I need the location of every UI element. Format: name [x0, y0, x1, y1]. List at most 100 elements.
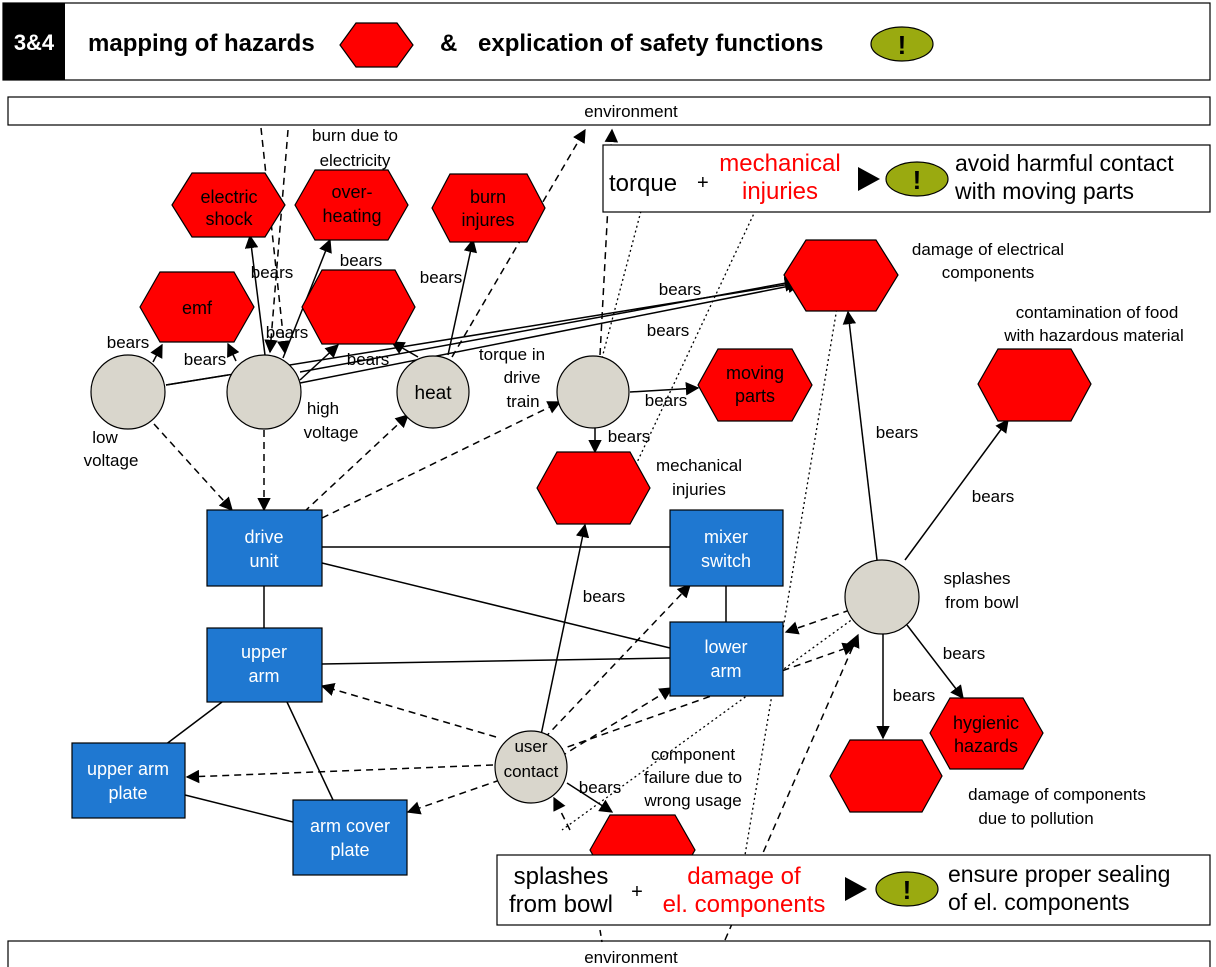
safety-function-icon [870, 26, 934, 62]
upper-arm-plate-line2: plate [108, 783, 147, 803]
damage-electrical-line2: components [942, 263, 1035, 282]
component-failure-line3: wrong usage [643, 791, 741, 810]
damage-pollution-line2: due to pollution [978, 809, 1093, 828]
overheating-line2: heating [322, 206, 381, 226]
sf1-cause: torque [609, 170, 677, 197]
hazard-mechanical-injuries [536, 451, 651, 525]
torque-line2: drive [504, 368, 541, 387]
burn-electricity-line2: electricity [320, 151, 391, 170]
hazard-emf [139, 271, 255, 343]
bears-label: bears [647, 321, 690, 340]
sf1-hazard-line2: injuries [742, 178, 818, 205]
hazard-damage-pollution [829, 739, 943, 813]
torque-line1: torque in [479, 345, 545, 364]
hazard-burn-electricity [301, 269, 416, 345]
overheating-line1: over- [331, 182, 372, 202]
hazard-burn-injures [431, 173, 546, 243]
environment-top-bar [7, 96, 1211, 126]
bears-label: bears [266, 323, 309, 342]
low-voltage-line2: voltage [84, 451, 139, 470]
mixer-switch-line1: mixer [704, 527, 748, 547]
hazard-contamination [977, 348, 1092, 422]
sf1-function-line2: with moving parts [954, 178, 1134, 204]
user-contact-line2: contact [504, 762, 559, 781]
bears-label: bears [943, 644, 986, 663]
header-title-safety: explication of safety functions [478, 30, 823, 57]
burn-injures-line2: injures [461, 210, 514, 230]
contamination-line2: with hazardous material [1003, 326, 1184, 345]
splashes-line1: splashes [943, 569, 1010, 588]
arm-cover-plate-line1: arm cover [310, 816, 390, 836]
bears-label: bears [340, 251, 383, 270]
sf1-plus: + [697, 172, 709, 194]
environment-top-label: environment [584, 102, 678, 121]
dashed-edges [153, 127, 860, 941]
component-upper-arm-plate [71, 742, 186, 819]
bears-label: bears [420, 268, 463, 287]
component-lower-arm [669, 621, 784, 697]
environment-bottom-label: environment [584, 948, 678, 967]
component-arm-cover-plate [292, 799, 408, 876]
sf2-function-line2: of el. components [948, 889, 1130, 915]
component-mixer-switch [669, 509, 784, 587]
bears-label: bears [583, 587, 626, 606]
sf2-exclaim: ! [903, 875, 912, 905]
cause-high-voltage [226, 354, 302, 430]
safety-function-box-1: torque + mechanical injuries ! avoid har… [602, 144, 1211, 213]
safety-function-box-2: splashes from bowl + damage of el. compo… [496, 854, 1211, 926]
cause-user-contact [494, 730, 568, 804]
upper-arm-plate-line1: upper arm [87, 759, 169, 779]
hazard-hexagon-icon [339, 22, 414, 68]
sf2-cause-line1: splashes [514, 863, 609, 890]
bears-label: bears [659, 280, 702, 299]
electric-shock-line1: electric [200, 187, 257, 207]
sf1-exclaim: ! [913, 165, 922, 195]
sf2-hazard-line1: damage of [687, 863, 801, 890]
high-voltage-line1: high [307, 399, 339, 418]
bears-label: bears [893, 686, 936, 705]
moving-parts-line1: moving [726, 363, 784, 383]
bears-label: bears [347, 350, 390, 369]
cause-circles [90, 354, 920, 804]
component-boxes [71, 509, 784, 876]
mechanical-injuries-line2: injuries [672, 480, 726, 499]
sf2-plus: + [631, 881, 643, 903]
bears-labels: bears bears bears bears bears bears bear… [107, 251, 1015, 797]
dotted-links [561, 176, 884, 856]
environment-bottom-bar [7, 940, 1211, 967]
header-bar: 3&4 mapping of hazards & explication of … [2, 2, 1211, 81]
hygienic-line2: hazards [954, 736, 1018, 756]
component-drive-unit [206, 509, 323, 587]
cause-torque [556, 355, 630, 429]
emf-label: emf [182, 298, 213, 318]
heat-label: heat [415, 383, 453, 404]
bears-label: bears [608, 427, 651, 446]
bears-label: bears [251, 263, 294, 282]
bears-label: bears [645, 391, 688, 410]
drive-unit-line1: drive [244, 527, 283, 547]
cause-splashes [844, 559, 920, 635]
sf2-arrow-icon [845, 877, 867, 901]
sf2-hazard-line2: el. components [663, 891, 826, 918]
low-voltage-line1: low [92, 428, 118, 447]
step-number: 3&4 [14, 30, 55, 55]
bears-label: bears [972, 487, 1015, 506]
bears-label: bears [876, 423, 919, 442]
solid-edges [164, 374, 727, 823]
hazard-overheating [294, 169, 409, 241]
hazard-hygienic [929, 697, 1044, 770]
sf2-safety-icon [875, 871, 939, 907]
mixer-switch-line2: switch [701, 551, 751, 571]
electric-shock-line2: shock [205, 209, 253, 229]
hazard-hexagons [139, 169, 1092, 886]
sf1-hazard-line1: mechanical [719, 150, 840, 177]
hazard-moving-parts [697, 348, 813, 422]
sf1-safety-icon [885, 161, 949, 197]
header-ampersand: & [440, 30, 457, 57]
upper-arm-line2: arm [249, 666, 280, 686]
bears-label: bears [107, 333, 150, 352]
drive-unit-line2: unit [249, 551, 278, 571]
moving-parts-line2: parts [735, 386, 775, 406]
damage-electrical-line1: damage of electrical [912, 240, 1064, 259]
